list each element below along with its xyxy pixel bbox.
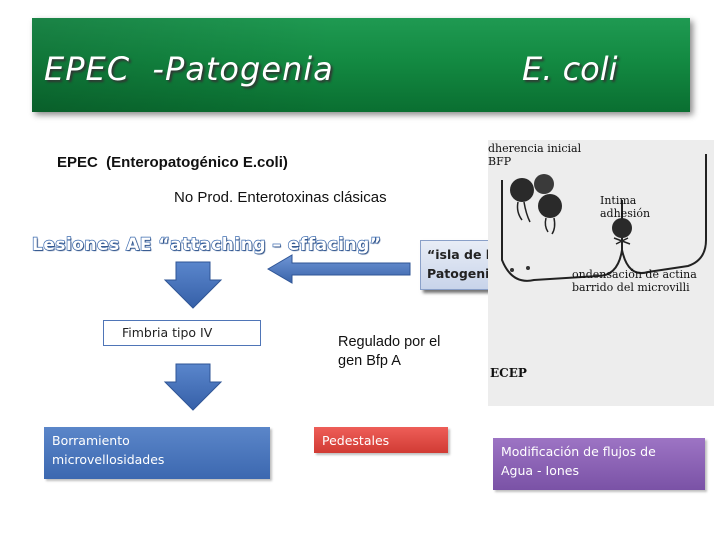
regulado-line1: Regulado por el — [338, 334, 441, 350]
no-enterotoxins-text: No Prod. Enterotoxinas clásicas — [174, 189, 387, 206]
regulado-line2: gen Bfp A — [338, 353, 401, 369]
epec-definition: EPEC (Enteropatogénico E.coli) — [57, 154, 288, 171]
modificacion-line2: Agua - Iones — [501, 463, 579, 478]
left-arrow — [267, 254, 411, 284]
figure-label-ecep: ECEP — [490, 366, 527, 380]
figure-label-3a: ondensación de actina — [572, 268, 697, 281]
borramiento-line1: Borramiento — [52, 433, 130, 448]
down-arrow-1 — [163, 261, 223, 309]
down-arrow-2 — [163, 363, 223, 411]
figure-label-2a: Intima — [600, 194, 637, 207]
banner-shade — [32, 18, 332, 112]
pedestales-box: Pedestales — [314, 427, 448, 453]
regulado-text: Regulado por el gen Bfp A — [338, 333, 488, 371]
adhesion-diagram — [501, 154, 707, 282]
modificacion-line1: Modificación de flujos de — [501, 444, 656, 459]
isla-line1: “isla de la — [427, 247, 499, 262]
figure-label-1b: BFP — [488, 155, 512, 168]
borramiento-box: Borramiento microvellosidades — [44, 427, 270, 479]
title-banner — [32, 18, 690, 112]
figure-label-3b: barrido del microvilli — [572, 281, 690, 294]
modificacion-box: Modificación de flujos de Agua - Iones — [493, 438, 705, 490]
borramiento-line2: microvellosidades — [52, 452, 165, 467]
lesiones-heading: Lesiones AE “attaching – effacing” — [31, 234, 382, 255]
figure-label-2b: adhesión — [600, 207, 651, 220]
slide-title-organism: E. coli — [522, 50, 618, 88]
adhesion-figure: dherencia inicial BFP Intima adhesión on… — [488, 140, 714, 406]
slide-title: EPEC -Patogenia — [44, 50, 334, 88]
fimbria-box: Fimbria tipo IV — [103, 320, 261, 346]
figure-label-1a: dherencia inicial — [488, 142, 582, 155]
